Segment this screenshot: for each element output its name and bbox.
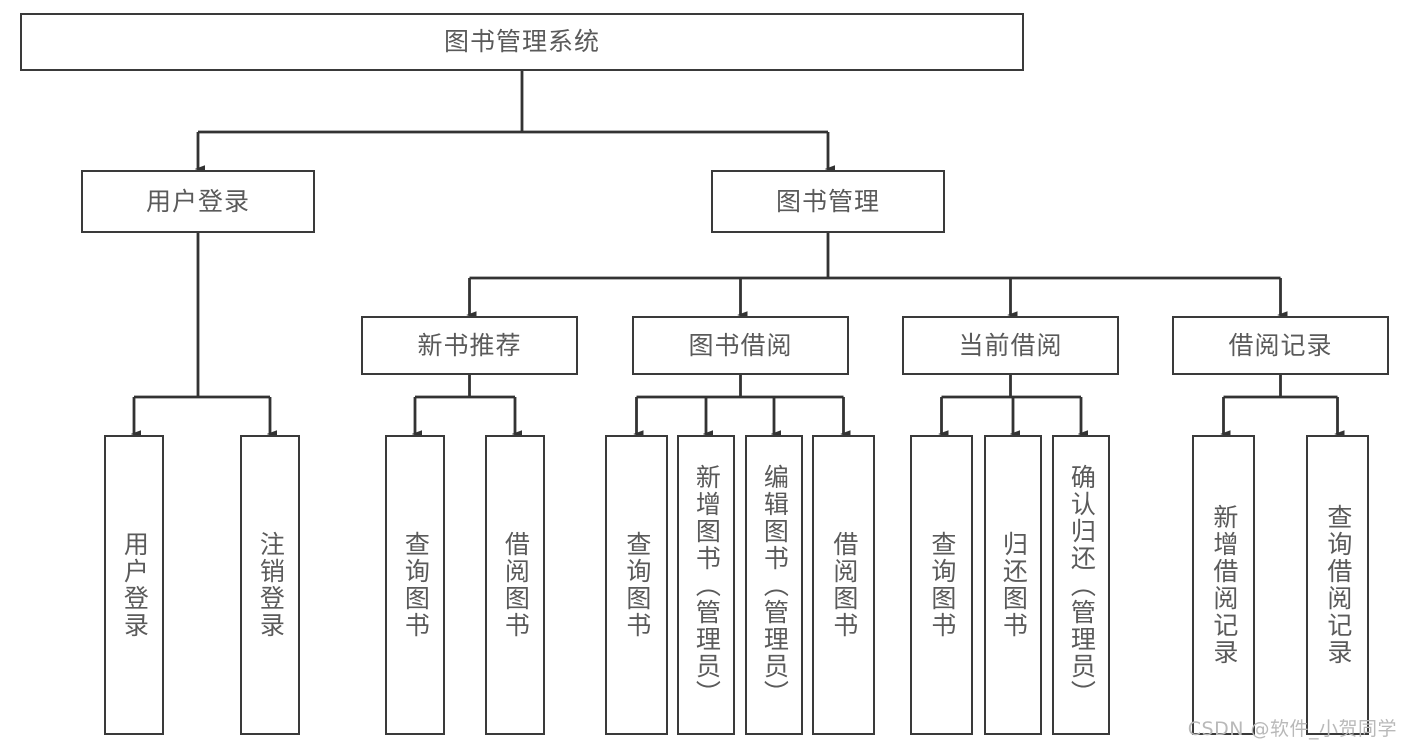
node-records[interactable]: 借阅记录	[1172, 316, 1389, 375]
node-label: 查询借阅记录	[1323, 504, 1353, 666]
node-label: 归还图书	[999, 531, 1029, 639]
node-bookmgmt[interactable]: 图书管理	[711, 170, 945, 233]
node-label: 当前借阅	[958, 330, 1063, 360]
node-label: 借阅图书	[829, 531, 859, 639]
node-label: 新增借阅记录	[1209, 504, 1239, 666]
node-leaf-login[interactable]: 用户登录	[104, 435, 164, 735]
node-label: 新书推荐	[417, 330, 522, 360]
node-label: 注销登录	[256, 531, 286, 639]
node-label: 借阅记录	[1228, 330, 1333, 360]
node-leaf-q-cur[interactable]: 查询图书	[910, 435, 973, 735]
node-label: 新增图书（管理员）	[692, 463, 722, 707]
node-login[interactable]: 用户登录	[81, 170, 315, 233]
node-leaf-edit[interactable]: 编辑图书（管理员）	[745, 435, 803, 735]
node-label: 图书借阅	[688, 330, 793, 360]
node-leaf-q-rec[interactable]: 查询借阅记录	[1306, 435, 1369, 735]
node-current[interactable]: 当前借阅	[902, 316, 1119, 375]
node-leaf-borrow[interactable]: 借阅图书	[812, 435, 875, 735]
node-label: 用户登录	[120, 531, 150, 639]
node-root[interactable]: 图书管理系统	[20, 13, 1024, 71]
node-newbook[interactable]: 新书推荐	[361, 316, 578, 375]
node-leaf-b-new[interactable]: 借阅图书	[485, 435, 545, 735]
node-leaf-logout[interactable]: 注销登录	[240, 435, 300, 735]
node-label: 确认归还（管理员）	[1067, 463, 1097, 707]
node-label: 编辑图书（管理员）	[760, 463, 790, 707]
node-label: 用户登录	[145, 186, 250, 216]
node-borrow[interactable]: 图书借阅	[632, 316, 849, 375]
node-leaf-confirm[interactable]: 确认归还（管理员）	[1052, 435, 1110, 735]
node-label: 查询图书	[401, 531, 431, 639]
node-leaf-return[interactable]: 归还图书	[984, 435, 1042, 735]
node-leaf-query[interactable]: 查询图书	[605, 435, 668, 735]
node-leaf-add[interactable]: 新增图书（管理员）	[677, 435, 735, 735]
node-leaf-add-rec[interactable]: 新增借阅记录	[1192, 435, 1255, 735]
node-label: 图书管理系统	[443, 27, 600, 56]
node-label: 查询图书	[927, 531, 957, 639]
csdn-watermark: CSDN @软件_小贺同学	[1187, 718, 1397, 740]
node-label: 图书管理	[775, 186, 880, 216]
node-label: 借阅图书	[501, 531, 531, 639]
node-leaf-q-new[interactable]: 查询图书	[385, 435, 445, 735]
node-label: 查询图书	[622, 531, 652, 639]
